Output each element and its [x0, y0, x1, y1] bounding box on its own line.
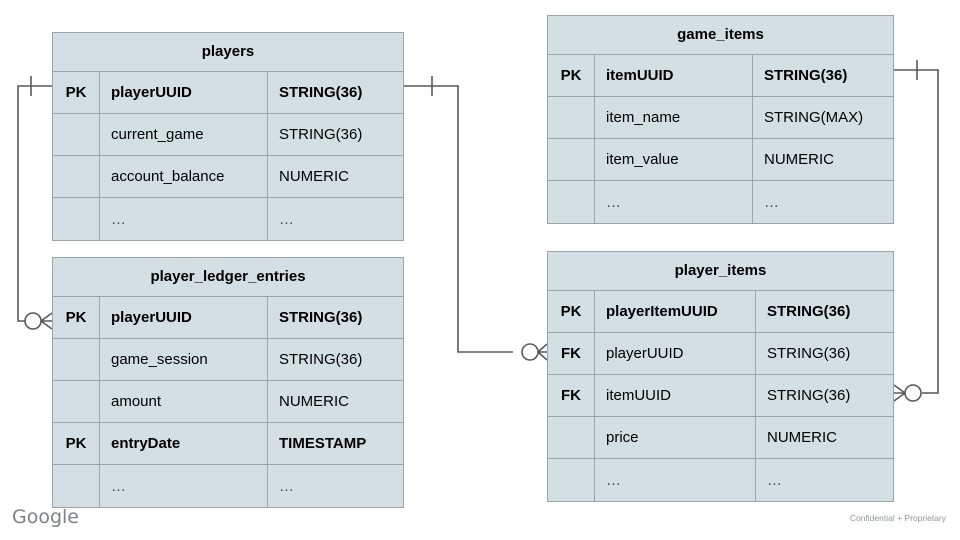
cardinality-many-crowsfoot [537, 343, 548, 361]
field-key-badge: FK [548, 333, 595, 374]
field-type: TIMESTAMP [279, 435, 367, 452]
field-name: entryDate [100, 423, 268, 464]
field-type: STRING(36) [279, 309, 363, 326]
field-name: itemUUID [595, 55, 753, 96]
confidentiality-note: Confidential + Proprietary [849, 513, 946, 523]
field-type: STRING(36) [767, 345, 851, 362]
field-name: playerItemUUID [595, 291, 756, 332]
entity-field-row[interactable]: current_game STRING(36) [53, 114, 403, 156]
field-type: … [767, 471, 783, 489]
field-key-badge: FK [548, 375, 595, 416]
field-key-badge: PK [53, 423, 100, 464]
field-type: NUMERIC [767, 429, 837, 446]
field-type: … [279, 210, 295, 228]
field-name: price [595, 417, 756, 458]
entity-title: player_ledger_entries [53, 258, 403, 297]
field-name: … [100, 465, 268, 507]
field-name: game_session [100, 339, 268, 380]
entity-field-row[interactable]: item_value NUMERIC [548, 139, 893, 181]
field-type: STRING(36) [279, 351, 363, 368]
cardinality-zero-circle [24, 312, 42, 330]
field-key-badge [548, 417, 595, 458]
field-name: … [595, 181, 753, 223]
cardinality-zero-circle [521, 343, 539, 361]
field-name: playerUUID [595, 333, 756, 374]
entity-field-row[interactable]: …… [548, 459, 893, 501]
field-name: account_balance [100, 156, 268, 197]
field-key-badge [53, 156, 100, 197]
field-name: item_name [595, 97, 753, 138]
field-type: STRING(36) [767, 303, 851, 320]
field-key-badge [53, 198, 100, 240]
field-key-badge [53, 339, 100, 380]
field-key-badge [53, 381, 100, 422]
connector-players-to-player-ledger-entries [17, 76, 53, 330]
field-type: … [279, 477, 295, 495]
field-key-badge [53, 465, 100, 507]
field-key-badge [548, 139, 595, 180]
connector-game-items-to-player-items [893, 60, 939, 402]
entity-field-row[interactable]: …… [548, 181, 893, 223]
entity-title: players [53, 33, 403, 72]
entity-title: game_items [548, 16, 893, 55]
cardinality-zero-circle [904, 384, 922, 402]
field-key-badge: PK [548, 55, 595, 96]
field-type: STRING(36) [279, 126, 363, 143]
cardinality-many-crowsfoot [893, 384, 906, 402]
entity-field-row[interactable]: …… [53, 198, 403, 240]
cardinality-many-crowsfoot [40, 312, 53, 330]
field-name: playerUUID [100, 297, 268, 338]
entity-field-row[interactable]: item_name STRING(MAX) [548, 97, 893, 139]
field-key-badge [53, 114, 100, 155]
field-name: item_value [595, 139, 753, 180]
entity-title: player_items [548, 252, 893, 291]
field-key-badge: PK [53, 297, 100, 338]
entity-field-row[interactable]: price NUMERIC [548, 417, 893, 459]
field-name: amount [100, 381, 268, 422]
field-type: STRING(36) [767, 387, 851, 404]
entity-field-row[interactable]: account_balance NUMERIC [53, 156, 403, 198]
field-type: STRING(MAX) [764, 109, 864, 126]
field-type: STRING(36) [279, 84, 363, 101]
field-type: NUMERIC [279, 393, 349, 410]
field-type: NUMERIC [764, 151, 834, 168]
field-type: NUMERIC [279, 168, 349, 185]
entity-field-row[interactable]: game_session STRING(36) [53, 339, 403, 381]
connector-players-to-player-items [404, 76, 548, 361]
field-name: current_game [100, 114, 268, 155]
field-key-badge [548, 97, 595, 138]
field-type: … [764, 193, 780, 211]
field-name: playerUUID [100, 72, 268, 113]
field-key-badge [548, 459, 595, 501]
entity-field-row[interactable]: amount NUMERIC [53, 381, 403, 423]
field-name: itemUUID [595, 375, 756, 416]
google-logo: Google [12, 506, 80, 528]
field-key-badge: PK [548, 291, 595, 332]
field-key-badge: PK [53, 72, 100, 113]
field-name: … [595, 459, 756, 501]
entity-field-row[interactable]: …… [53, 465, 403, 507]
field-name: … [100, 198, 268, 240]
field-key-badge [548, 181, 595, 223]
field-type: STRING(36) [764, 67, 848, 84]
